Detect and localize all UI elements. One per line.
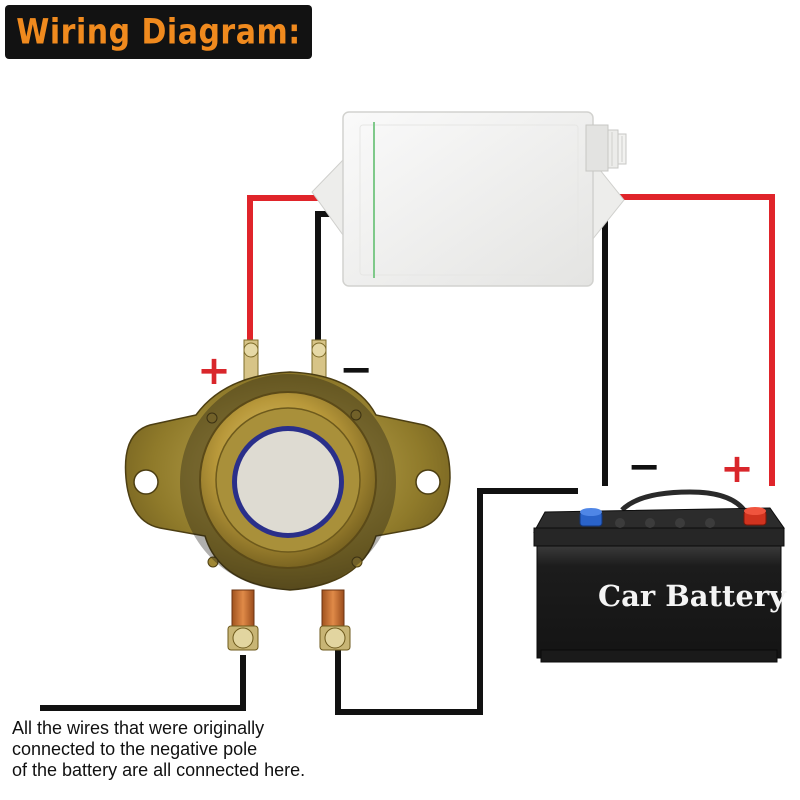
ground-note-line-1: All the wires that were originally xyxy=(12,718,265,738)
battery-positive-terminal xyxy=(743,507,767,526)
wire-ground xyxy=(40,655,246,711)
battery-positive-sign: + xyxy=(720,446,754,492)
wire-positive-battery xyxy=(590,194,775,486)
solenoid-lower-stud-left xyxy=(227,625,259,651)
battery-negative-sign: − xyxy=(627,444,661,490)
wires xyxy=(40,194,775,715)
ground-note: All the wires that were originally conne… xyxy=(12,718,392,781)
solenoid-lower-stud-right xyxy=(319,625,351,651)
solenoid-positive-sign: + xyxy=(197,348,231,394)
car-battery: Car Battery xyxy=(533,489,787,663)
battery-negative-terminal xyxy=(579,508,603,527)
wire-battery-to-solenoid xyxy=(335,488,578,715)
wire-positive-solenoid xyxy=(247,195,348,352)
battery-label: Car Battery xyxy=(598,579,787,613)
solenoid-negative-sign: − xyxy=(339,347,373,393)
title-banner: Wiring Diagram: xyxy=(5,5,312,59)
ground-note-line-2: connected to the negative pole xyxy=(12,739,258,759)
solenoid-relay xyxy=(124,339,451,651)
controller-module xyxy=(311,111,627,287)
ground-note-line-3: of the battery are all connected here. xyxy=(12,760,306,780)
page-title: Wiring Diagram: xyxy=(16,11,301,53)
cable-gland xyxy=(585,124,627,172)
